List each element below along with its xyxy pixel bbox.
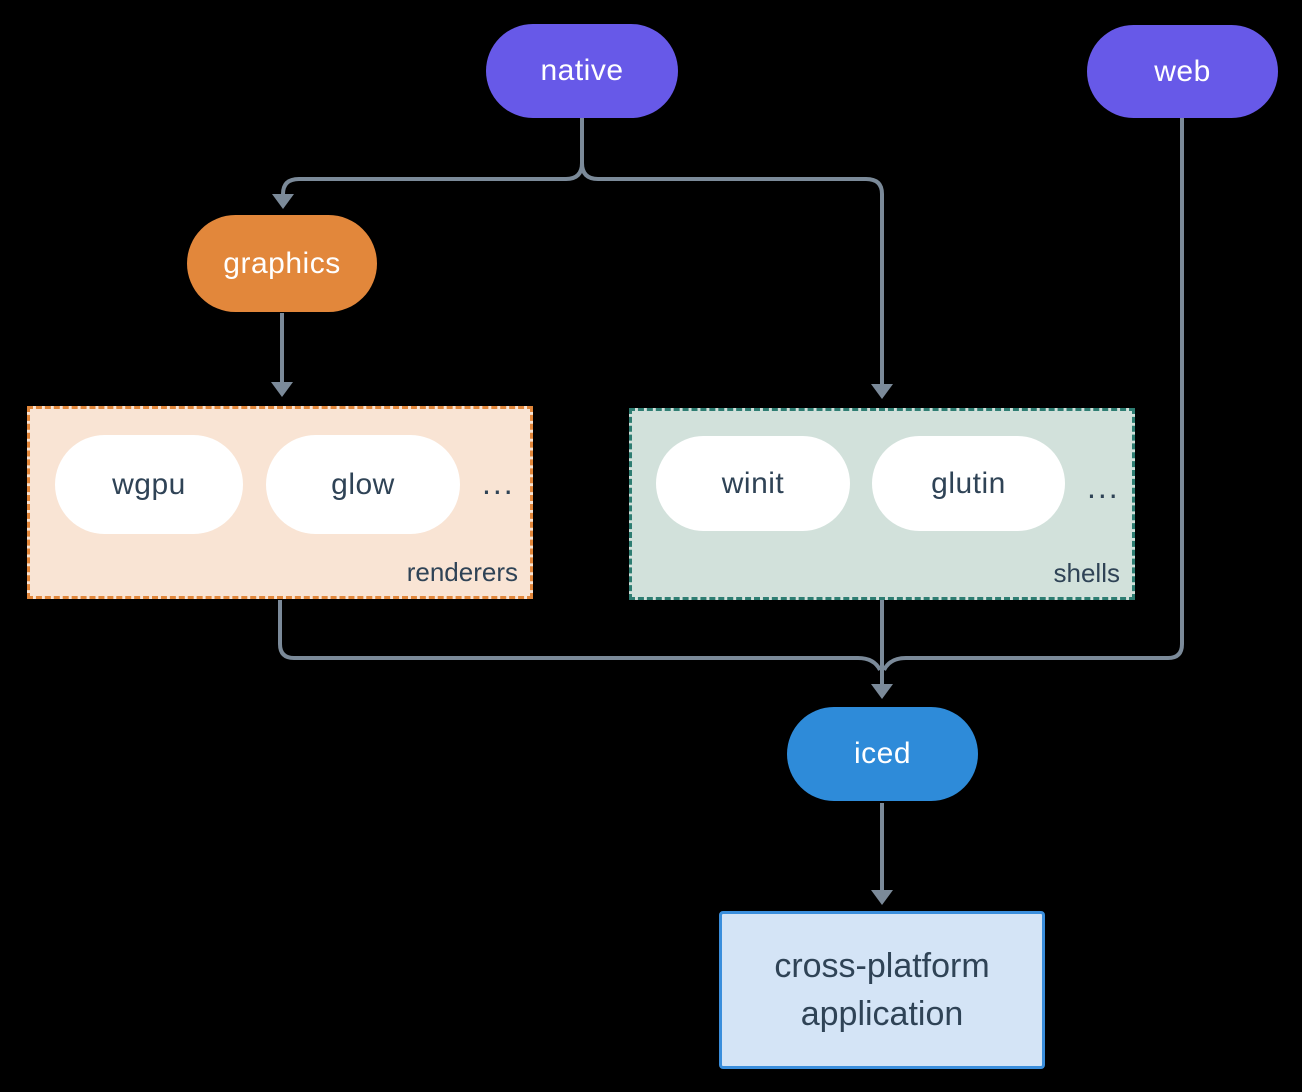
node-cross-platform-application: cross-platform application [719,911,1045,1069]
application-label-line1: cross-platform [774,947,990,985]
node-web-label: web [1154,54,1211,88]
renderers-ellipsis: ... [482,465,515,501]
application-label-line2: application [800,995,964,1033]
arrowhead-iced [871,684,893,699]
node-winit: winit [656,436,850,531]
node-iced-label: iced [853,737,912,770]
arrowhead-shells [871,384,893,399]
node-glutin-label: glutin [931,466,1006,500]
node-web: web [1087,25,1278,118]
edge-renderers-iced [278,600,882,671]
node-wgpu-label: wgpu [112,467,186,501]
edge-web-iced [882,118,1184,671]
group-renderers: wgpu glow ... renderers [27,406,533,599]
node-native: native [486,24,678,118]
arrowhead-application [871,890,893,905]
node-glow-label: glow [331,467,395,501]
node-native-label: native [540,54,624,87]
node-glow: glow [266,435,460,534]
node-graphics: graphics [187,215,377,312]
shells-ellipsis: ... [1087,469,1120,505]
node-graphics-label: graphics [223,246,341,280]
node-glutin: glutin [872,436,1065,531]
arrowhead-graphics [272,194,294,209]
node-winit-label: winit [721,466,785,500]
group-shells: winit glutin ... shells [629,408,1135,600]
node-iced: iced [787,707,978,801]
arrowhead-renderers [271,382,293,397]
edge-native-shells [580,118,884,384]
edge-native-graphics [281,118,584,196]
group-shells-label: shells [1053,558,1120,588]
node-wgpu: wgpu [55,435,243,534]
group-renderers-label: renderers [406,557,518,587]
